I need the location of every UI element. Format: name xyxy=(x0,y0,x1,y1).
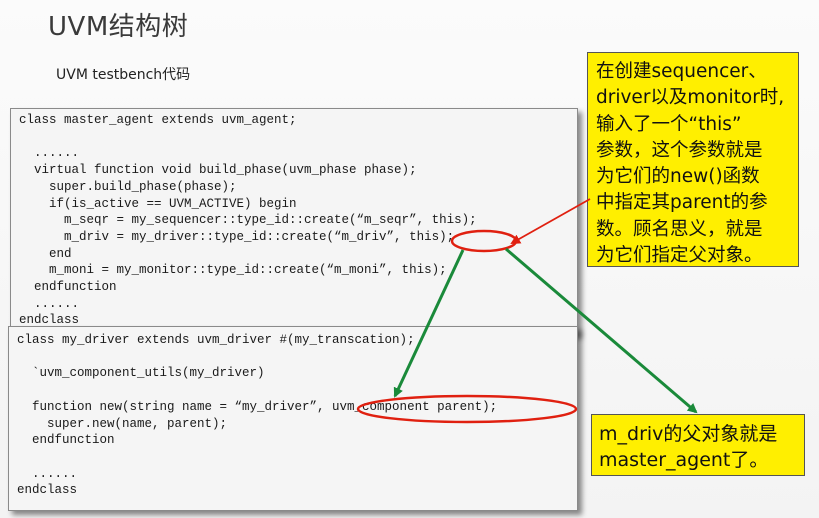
explanation-callout: 在创建sequencer、 driver以及monitor时, 输入了一个“th… xyxy=(587,52,799,267)
callout-line: 输入了一个“this” xyxy=(596,113,742,135)
callout-line: 在创建sequencer、 xyxy=(596,61,767,82)
code-line: super.new(name, parent); xyxy=(17,416,228,431)
slide-subtitle: UVM testbench代码 xyxy=(56,67,191,83)
code-line: m_driv = my_driver::type_id::create(“m_d… xyxy=(19,229,455,244)
code-line: function new(string name = “my_driver”, … xyxy=(17,399,498,414)
callout-line: 为它们指定父对象。 xyxy=(596,245,763,267)
code-line: `uvm_component_utils(my_driver) xyxy=(17,366,265,381)
slide-title: UVM结构树 xyxy=(48,12,189,42)
code-line: ...... xyxy=(19,146,80,161)
code-line: if(is_active == UVM_ACTIVE) begin xyxy=(19,196,297,211)
code-line: ...... xyxy=(17,466,78,481)
code-line: end xyxy=(19,246,72,261)
code-line: endfunction xyxy=(19,280,117,295)
callout-line: 参数，这个参数就是 xyxy=(596,139,763,161)
code-line: class my_driver extends uvm_driver #(my_… xyxy=(17,333,415,347)
code-line: endclass xyxy=(17,483,78,498)
code-line: m_seqr = my_sequencer::type_id::create(“… xyxy=(19,213,477,228)
callout-line: 中指定其parent的参 xyxy=(596,192,768,214)
callout-line: 为它们的new()函数 xyxy=(596,166,760,188)
callout-line: driver以及monitor时, xyxy=(596,87,785,109)
code-line: m_moni = my_monitor::type_id::create(“m_… xyxy=(19,263,447,278)
my-driver-code: class my_driver extends uvm_driver #(my_… xyxy=(17,332,497,499)
callout-line: 数。顾名思义，就是 xyxy=(596,218,763,240)
callout-line: master_agent了。 xyxy=(599,449,769,471)
code-line: endclass xyxy=(19,313,80,328)
parent-callout: m_driv的父对象就是 master_agent了。 xyxy=(591,414,805,476)
master-agent-code: class master_agent extends uvm_agent; ..… xyxy=(19,112,477,329)
master-agent-code-panel xyxy=(10,108,578,335)
code-line: endfunction xyxy=(17,433,115,448)
code-line: class master_agent extends uvm_agent; xyxy=(19,113,297,127)
code-line: virtual function void build_phase(uvm_ph… xyxy=(19,163,417,178)
callout-line: m_driv的父对象就是 xyxy=(599,423,778,445)
code-line: super.build_phase(phase); xyxy=(19,179,237,194)
code-line: ...... xyxy=(19,296,80,311)
